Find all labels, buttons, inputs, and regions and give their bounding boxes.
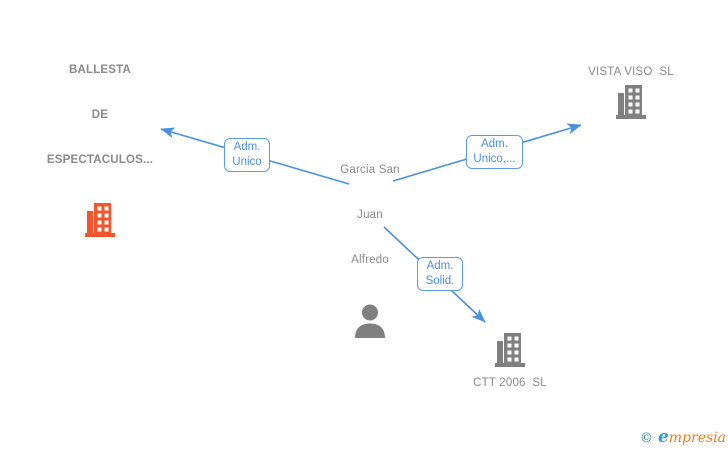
- edge-label-adm-solid[interactable]: Adm. Solid.: [417, 257, 463, 291]
- building-icon: [494, 333, 526, 372]
- company-name: BALLESTA DE ESPECTACULOS...: [46, 64, 154, 166]
- company-name: VISTA VISO SL: [588, 66, 674, 78]
- company-name: CTT 2006 SL: [473, 377, 547, 389]
- edge-label-adm-unico[interactable]: Adm. Unico: [224, 138, 270, 172]
- node-person-garcia[interactable]: Garcia San Juan Alfredo: [308, 133, 432, 343]
- edge-label-adm-unico-etc[interactable]: Adm. Unico,...: [466, 135, 523, 169]
- person-name: Garcia San Juan Alfredo: [340, 164, 400, 266]
- node-company-ctt[interactable]: CTT 2006 SL: [440, 333, 580, 391]
- person-icon: [350, 304, 390, 343]
- logo-text: mpresia: [668, 430, 726, 446]
- logo-initial: e: [657, 427, 669, 447]
- copyright-icon: ©: [639, 431, 653, 446]
- node-company-ballesta[interactable]: BALLESTA DE ESPECTACULOS...: [15, 33, 185, 242]
- building-icon: [84, 203, 116, 242]
- node-company-vista-viso[interactable]: VISTA VISO SL: [560, 65, 702, 124]
- empresia-logo[interactable]: © empresia: [640, 427, 726, 447]
- building-icon: [615, 85, 647, 124]
